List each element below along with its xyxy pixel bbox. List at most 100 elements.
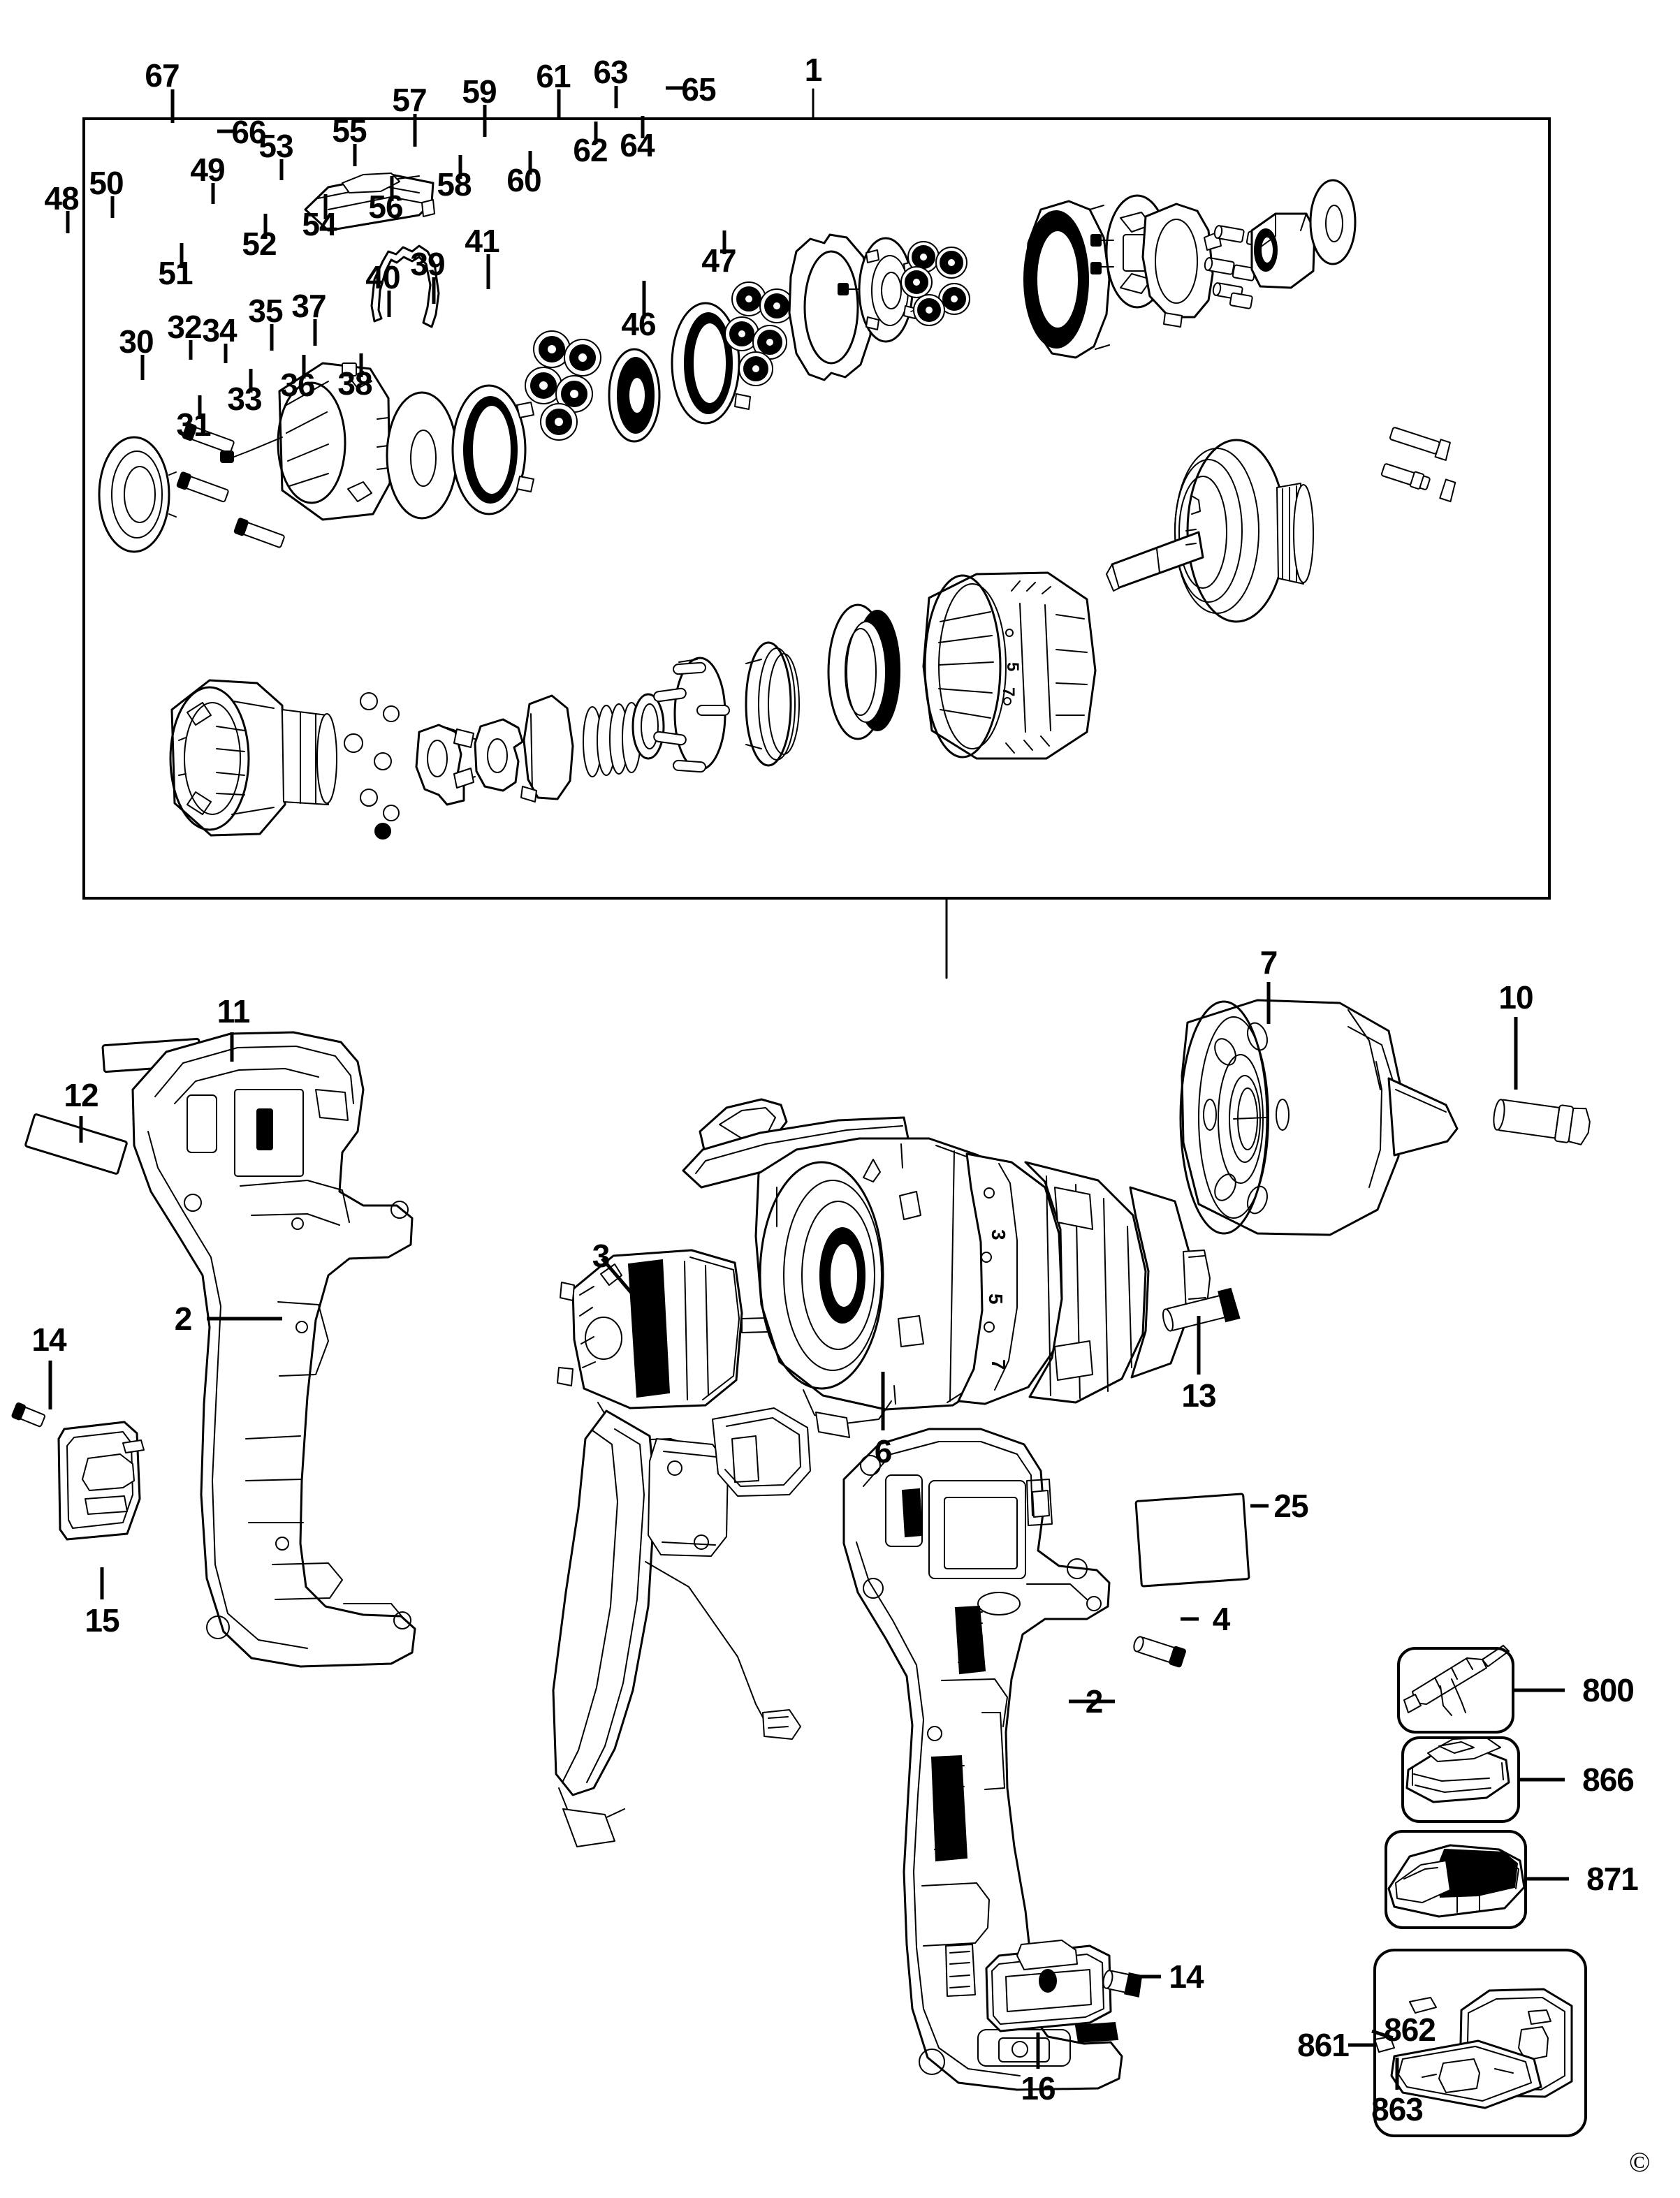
part-47-screws	[1380, 425, 1456, 501]
leader-lines-lower	[50, 982, 1569, 2090]
part-3-motor-assembly	[553, 1250, 810, 1847]
callout-39: 39	[410, 246, 445, 282]
part-56-planet-gears	[725, 282, 794, 386]
callout-863: 863	[1371, 2091, 1424, 2127]
callout-2-left: 2	[174, 1301, 193, 1337]
callout-51: 51	[158, 255, 193, 291]
callout-800: 800	[1582, 1672, 1635, 1708]
callout-2-right: 2	[1085, 1683, 1104, 1720]
part-31-32-balls	[344, 693, 399, 839]
part-14-screw-lower	[1102, 1968, 1143, 1997]
part-2-housing-left	[133, 1032, 415, 1666]
callout-59: 59	[462, 73, 497, 110]
part-50-screws	[177, 423, 285, 550]
callout-66: 66	[231, 114, 266, 150]
part-7-chuck	[1181, 1000, 1457, 1235]
callout-871: 871	[1586, 1861, 1639, 1897]
callout-7: 7	[1259, 944, 1278, 981]
callout-6: 6	[874, 1433, 893, 1470]
callout-31: 31	[176, 406, 211, 443]
part-861-kit-box	[1375, 1989, 1572, 2108]
part-53-planet-gears	[525, 331, 601, 440]
part-33-shift-lever	[454, 719, 523, 791]
callout-49: 49	[190, 152, 225, 188]
accessory-box-871	[1385, 1830, 1527, 1929]
part-58-carrier-plate	[838, 238, 922, 342]
part-66-wire-clip	[372, 246, 439, 327]
part-38-carrier-plate	[653, 658, 729, 772]
callout-67: 67	[145, 57, 180, 94]
part-59-planet-gears	[901, 242, 970, 325]
callout-38: 38	[337, 365, 372, 402]
part-13-screw	[1160, 1288, 1239, 1335]
housing-exploded-art: 3 5 7	[12, 1000, 1592, 2108]
callout-861: 861	[1297, 2027, 1350, 2063]
callout-36: 36	[280, 367, 315, 403]
leader-lines	[68, 86, 724, 419]
callout-12: 12	[64, 1077, 98, 1113]
callout-34: 34	[202, 312, 237, 349]
callout-60: 60	[506, 162, 541, 198]
part-39-adjusting-ring	[828, 605, 900, 739]
callout-40: 40	[365, 259, 400, 295]
callout-11: 11	[217, 993, 251, 1030]
part-40-spring	[746, 643, 799, 765]
part-30-motor	[170, 680, 337, 835]
part-57-clutch-plate	[789, 235, 872, 380]
callout-57: 57	[392, 82, 427, 118]
callout-63: 63	[593, 54, 628, 90]
callout-25: 25	[1273, 1488, 1308, 1524]
callout-13: 13	[1181, 1377, 1216, 1414]
callout-61: 61	[536, 58, 571, 94]
part-4-screw	[1132, 1634, 1185, 1667]
assembly-1-box	[82, 117, 1551, 900]
svg-text:7: 7	[999, 687, 1018, 696]
part-41-clutch-collar: 5 7	[923, 573, 1095, 759]
callout-46: 46	[621, 306, 656, 342]
callout-55: 55	[332, 112, 367, 149]
callout-3: 3	[592, 1238, 611, 1274]
part-54-sun-gear	[609, 349, 659, 441]
part-14-screw-left	[12, 1402, 46, 1428]
part-60-internal-ring-gear	[1024, 201, 1109, 358]
part-64-hex-nut	[1252, 214, 1315, 288]
callout-47: 47	[701, 242, 736, 279]
part-67-vent-cover	[305, 173, 434, 230]
callout-58: 58	[437, 166, 472, 203]
callout-14-left: 14	[31, 1321, 66, 1358]
svg-text:5: 5	[985, 1294, 1007, 1305]
callout-35: 35	[248, 293, 283, 329]
callout-862: 862	[1384, 2012, 1436, 2048]
part-46-spindle-assembly	[1106, 440, 1313, 622]
callout-41: 41	[465, 223, 499, 259]
drill-gearbox-assembly: 3 5 7	[683, 1099, 1210, 1437]
callout-14-lower: 14	[1169, 1958, 1204, 1995]
part-49-washer	[387, 393, 457, 518]
callout-866: 866	[1582, 1761, 1635, 1798]
accessory-box-866	[1401, 1736, 1520, 1823]
part-871-charger	[1389, 1845, 1524, 1917]
part-48-end-cap	[99, 437, 176, 552]
part-866-battery	[1407, 1738, 1509, 1802]
part-65-washer	[1310, 180, 1355, 264]
accessory-box-800	[1397, 1647, 1514, 1734]
svg-text:5: 5	[1003, 662, 1022, 671]
callout-16: 16	[1021, 2070, 1056, 2107]
part-800-bit-strip	[1404, 1646, 1509, 1715]
part-35-thrust-plate	[521, 696, 573, 802]
part-51-end-housing	[221, 363, 390, 520]
svg-text:7: 7	[988, 1359, 1009, 1370]
part-15-belt-hook	[59, 1422, 144, 1539]
part-52-ring-gear	[453, 386, 534, 514]
callout-52: 52	[242, 226, 277, 262]
part-16-terminal-cover	[986, 1940, 1111, 2031]
callout-64: 64	[620, 127, 655, 163]
callout-54: 54	[302, 206, 337, 242]
callout-4: 4	[1212, 1601, 1231, 1637]
copyright-symbol: ©	[1629, 2146, 1651, 2178]
callout-32: 32	[167, 309, 202, 345]
callout-15: 15	[85, 1602, 119, 1639]
callout-48: 48	[44, 180, 79, 217]
